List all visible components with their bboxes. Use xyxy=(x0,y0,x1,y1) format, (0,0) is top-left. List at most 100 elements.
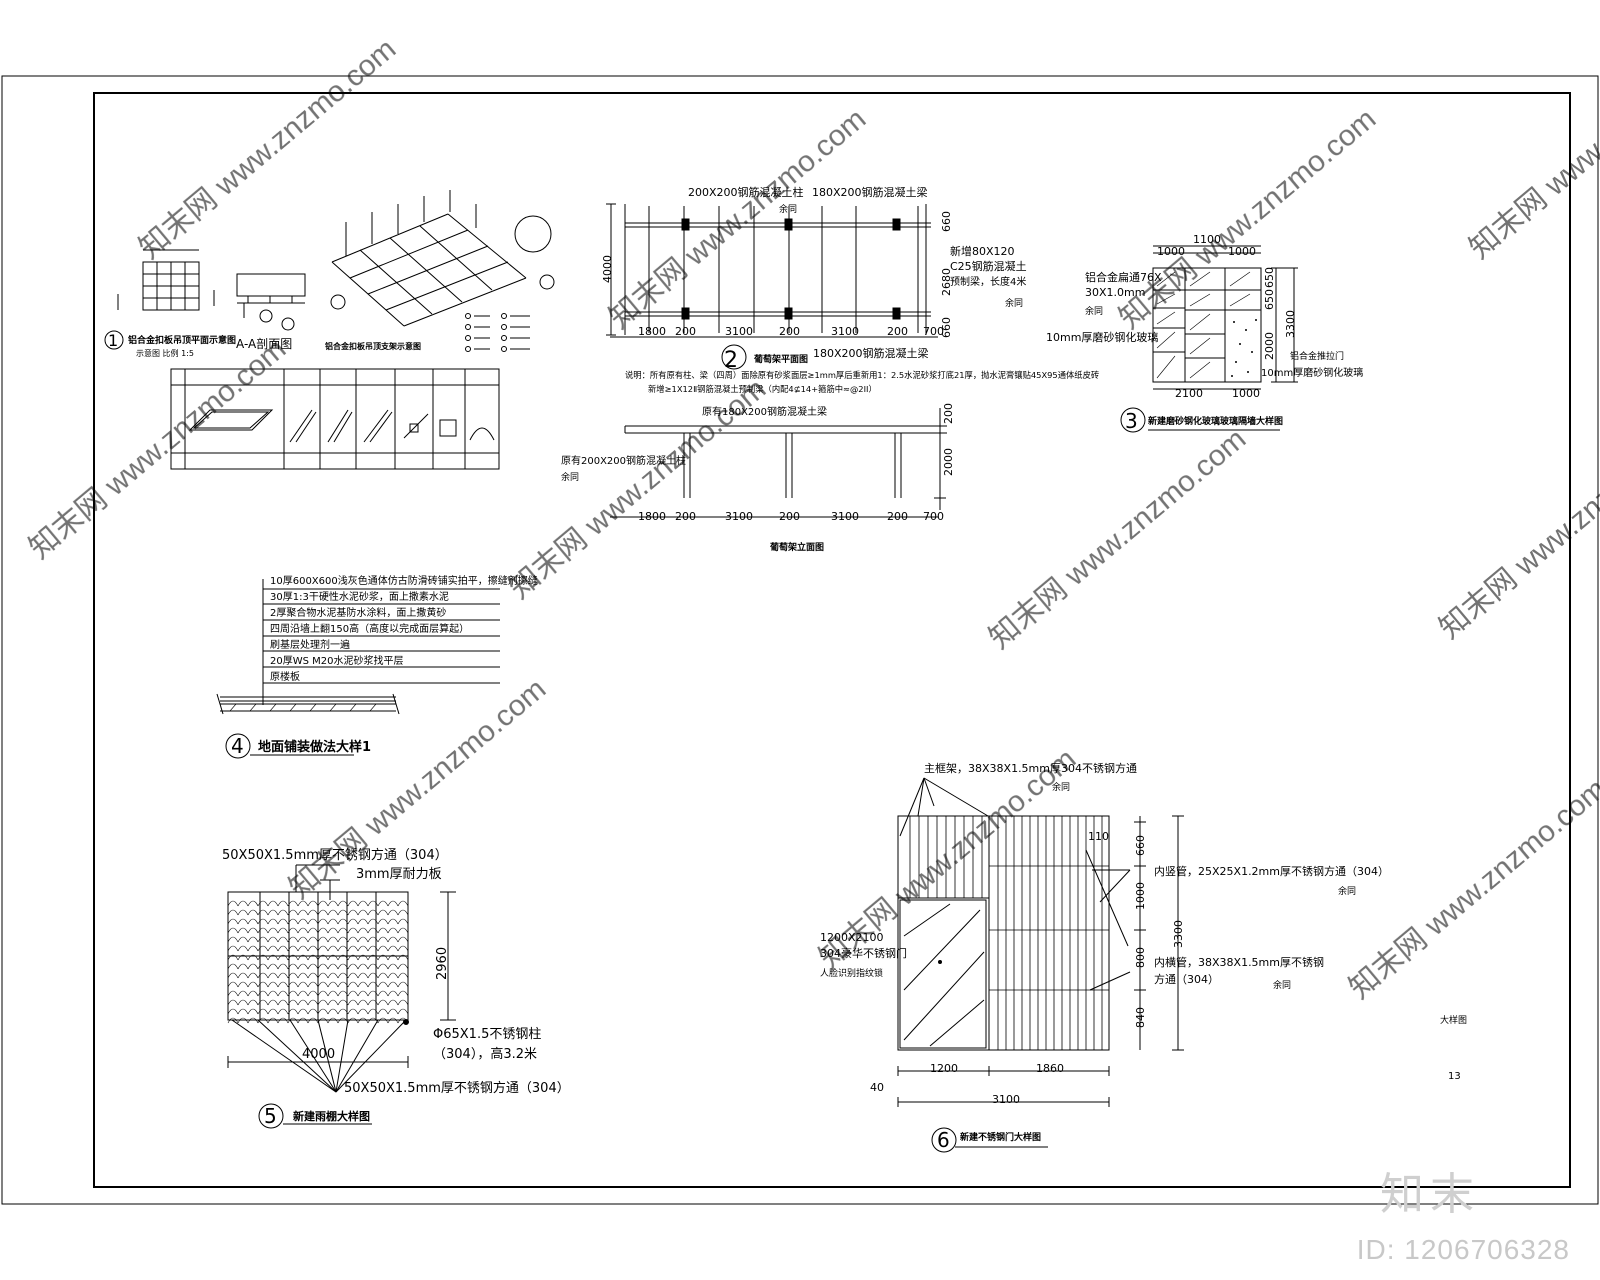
tile-scallop xyxy=(277,972,289,979)
tile-scallop xyxy=(257,1008,269,1015)
tile-scallop xyxy=(327,1017,339,1024)
tile-scallop xyxy=(247,1008,259,1015)
detail-2-text: 200X200钢筋混凝土柱 180X200钢筋混凝土梁 余同 新增80X120 … xyxy=(561,185,1099,553)
tile-scallop xyxy=(257,909,269,916)
tile-scallop xyxy=(327,900,339,907)
tile-scallop xyxy=(277,945,289,952)
detail-6-steel-door xyxy=(897,777,1184,1153)
tile-scallop xyxy=(347,990,359,997)
tile-scallop xyxy=(227,999,239,1006)
tile-scallop xyxy=(307,936,319,943)
plan-dim-2: 200 xyxy=(675,325,696,338)
glass-hatch xyxy=(1156,271,1251,379)
tile-scallop xyxy=(257,999,269,1006)
tile-scallop xyxy=(307,954,319,961)
tile-scallop xyxy=(387,945,399,952)
tile-scallop xyxy=(237,945,249,952)
tile-scallop xyxy=(227,972,239,979)
inner-border xyxy=(93,92,1571,1188)
tile-scallop xyxy=(337,1017,349,1024)
tile-scallop xyxy=(307,927,319,934)
tile-scallop xyxy=(307,981,319,988)
tile-scallop xyxy=(387,990,399,997)
tile-scallop xyxy=(357,1008,369,1015)
tile-scallop xyxy=(237,990,249,997)
tile-scallop xyxy=(327,918,339,925)
tile-scallop xyxy=(267,927,279,934)
pergola-new-beam-2: C25钢筋混凝土 xyxy=(950,259,1027,273)
pergola-elev-title: 葡萄架立面图 xyxy=(769,541,824,553)
door-horizontal-bars xyxy=(989,865,1109,991)
pergola-note-1: 说明：所有原有柱、梁（四周）面除原有砂浆面层≥1mm厚后重新用1：2.5水泥砂浆… xyxy=(625,370,1099,380)
detail-2-pergola xyxy=(606,203,947,518)
tile-scallop xyxy=(377,954,389,961)
tile-scallop xyxy=(227,918,239,925)
image-id-label: ID: 1206706328 xyxy=(1356,1234,1570,1265)
tile-scallop xyxy=(387,1008,399,1015)
tile-scallop xyxy=(387,1017,399,1024)
slab-hatch xyxy=(229,703,377,712)
tile-scallop xyxy=(297,1017,309,1024)
tile-scallop xyxy=(297,900,309,907)
tile-scallop xyxy=(277,981,289,988)
watermark-text: 知末网 www.znzmo.com xyxy=(133,32,402,265)
elev-dim-v-200: 200 xyxy=(942,403,955,424)
canopy-top-tube: 50X50X1.5mm厚不锈钢方通（304） xyxy=(222,847,448,863)
door-inner-h-2: 方通（304） xyxy=(1154,972,1219,986)
tile-scallop xyxy=(257,927,269,934)
tile-scallop xyxy=(387,972,399,979)
tile-scallop xyxy=(227,900,239,907)
material-table xyxy=(170,368,500,470)
tile-scallop xyxy=(277,927,289,934)
tile-scallop xyxy=(267,900,279,907)
tile-scallop xyxy=(307,1008,319,1015)
tile-scallop xyxy=(367,981,379,988)
tile-scallop xyxy=(367,918,379,925)
tile-scallop xyxy=(237,999,249,1006)
door-dim-840: 840 xyxy=(1134,1007,1147,1028)
floor-number: 4 xyxy=(231,734,244,758)
tile-scallop xyxy=(227,1017,239,1024)
tile-scallop xyxy=(317,1008,329,1015)
plan-dim-v-660a: 660 xyxy=(940,211,953,232)
floor-layer-4: 四周沿墙上翻150高（高度以完成面层算起） xyxy=(270,622,469,635)
tile-scallop xyxy=(367,927,379,934)
tile-scallop xyxy=(357,999,369,1006)
floor-layer-1: 10厚600X600浅灰色通体仿古防滑砖铺实拍平，擦缝剂擦缝 xyxy=(270,574,538,587)
door-label-3: 人脸识别指纹锁 xyxy=(820,967,883,979)
tile-scallop xyxy=(317,909,329,916)
tile-scallop xyxy=(297,918,309,925)
tile-scallop xyxy=(367,999,379,1006)
door-dim-40: 40 xyxy=(870,1081,884,1094)
tile-scallop xyxy=(327,927,339,934)
tile-scallop xyxy=(237,900,249,907)
tile-scallop xyxy=(327,981,339,988)
tile-scallop xyxy=(267,1008,279,1015)
plan-dim-v-660b: 660 xyxy=(940,317,953,338)
tile-scallop xyxy=(307,918,319,925)
tile-scallop xyxy=(307,990,319,997)
tile-scallop xyxy=(367,936,379,943)
tile-scallop xyxy=(397,972,409,979)
tile-scallop xyxy=(357,990,369,997)
tile-scallop xyxy=(247,954,259,961)
door-dots xyxy=(1231,319,1257,377)
door-dim-1000: 1000 xyxy=(1134,882,1147,910)
door-frame-label: 主框架，38X38X1.5mm厚304不锈钢方通 xyxy=(924,761,1137,775)
detail-3-glass-partition xyxy=(1120,245,1298,433)
tile-scallop xyxy=(377,981,389,988)
canopy-post-1: Φ65X1.5不锈钢柱 xyxy=(433,1027,541,1042)
tile-scallop xyxy=(257,981,269,988)
pergola-new-beam-1: 新增80X120 xyxy=(950,244,1015,258)
door-dim-1860: 1860 xyxy=(1036,1062,1064,1075)
tile-scallop xyxy=(327,909,339,916)
tile-scallop xyxy=(287,1017,299,1024)
detail-1-title: 铝合金扣板吊顶平面示意图 xyxy=(128,334,236,346)
partition-dim-bottom-2: 1000 xyxy=(1232,387,1260,400)
legend-symbols xyxy=(465,313,530,352)
door-title: 新建不锈钢门大样图 xyxy=(960,1131,1041,1143)
tile-scallop xyxy=(377,918,389,925)
tile-scallop xyxy=(317,918,329,925)
tile-scallop xyxy=(247,1017,259,1024)
tile-scallop xyxy=(297,999,309,1006)
